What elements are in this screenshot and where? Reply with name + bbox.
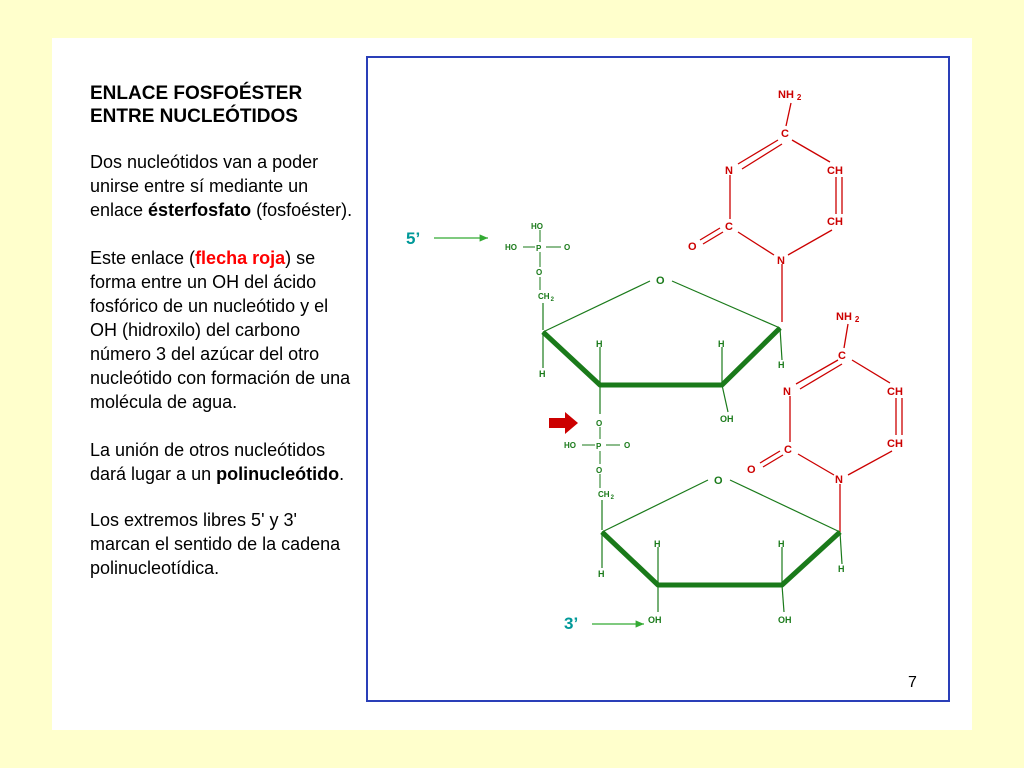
sugar-1-labels: O H H H H OH: [539, 275, 785, 424]
sugar-2-front-edge: [600, 530, 842, 588]
p2-o-top: O: [596, 419, 602, 428]
p3-bold: polinucleótido: [216, 464, 340, 484]
page-number: 7: [908, 674, 917, 691]
sugar1-h3: H: [718, 339, 725, 349]
sugar2-h2: H: [654, 539, 661, 549]
ch2-label-1: CH2: [538, 292, 555, 303]
sugar1-h4: H: [778, 360, 785, 370]
three-prime-label: 3’: [564, 614, 578, 633]
ch2-label-2: CH2: [598, 490, 615, 501]
p2-o-bottom: O: [596, 466, 602, 475]
base1-c4-label: C: [781, 128, 789, 140]
phosphate-1: [523, 230, 561, 290]
phosphate-2: [582, 427, 620, 488]
base1-c5-label: CH: [827, 165, 843, 177]
sugar-2-labels: O H H H H OH OH: [598, 475, 845, 625]
paragraph-1: Dos nucleótidos van a poder unirse entre…: [90, 150, 360, 222]
slide: ENLACE FOSFOÉSTER ENTRE NUCLEÓTIDOS Dos …: [52, 38, 972, 730]
base1-c2-label: C: [725, 221, 733, 233]
base2-c4-label: C: [838, 350, 846, 362]
sugar-1-front-edge: [541, 326, 782, 388]
phosphate-1-labels: HO HO P O O CH2: [505, 222, 570, 303]
base2-n1-label: N: [835, 474, 843, 486]
sugar2-ring-o: O: [714, 475, 723, 487]
sugar-ring-1: [542, 280, 783, 414]
p1-o-bottom: O: [536, 268, 542, 277]
base-ring-1: [699, 102, 843, 322]
sugar2-h3: H: [778, 539, 785, 549]
p1-bold: ésterfosfato: [148, 200, 252, 220]
p2-p: P: [596, 442, 602, 451]
text-panel: ENLACE FOSFOÉSTER ENTRE NUCLEÓTIDOS Dos …: [90, 82, 360, 580]
base1-carbonyl-label: O: [688, 241, 697, 253]
slide-title: ENLACE FOSFOÉSTER ENTRE NUCLEÓTIDOS: [90, 82, 360, 128]
base1-n3-label: N: [725, 165, 733, 177]
title-line-2: ENTRE NUCLEÓTIDOS: [90, 106, 298, 127]
p1-ho-left: HO: [505, 243, 517, 252]
p2-ho-left: HO: [564, 441, 576, 450]
p2-text-a: Este enlace (: [90, 248, 196, 268]
p3-text-a: La unión de otros nucleótidos dará lugar…: [90, 440, 326, 484]
p1-ho-top: HO: [531, 222, 543, 231]
paragraph-2: Este enlace (flecha roja) se forma entre…: [90, 246, 360, 414]
sugar1-h2: H: [596, 339, 603, 349]
p2-o-right: O: [624, 441, 630, 450]
sugar-ring-2: [601, 479, 843, 613]
p1-text-a: Dos nucleótidos van a poder unirse entre…: [90, 152, 319, 220]
sugar1-ring-o: O: [656, 275, 665, 287]
base-ring-2: [759, 323, 903, 532]
base1-n1-label: N: [777, 255, 785, 267]
phosphate-2-labels: O HO P O O CH2: [564, 419, 630, 501]
p2-text-b: ) se forma entre un OH del ácido fosfóri…: [90, 248, 351, 412]
base2-carbonyl-label: O: [747, 464, 756, 476]
base2-c6-label: CH: [887, 438, 903, 450]
sugar2-h4: H: [838, 564, 845, 574]
p1-p: P: [536, 244, 542, 253]
p3-text-b: .: [339, 464, 345, 484]
sugar2-oh-2: OH: [778, 615, 792, 625]
paragraph-3: La unión de otros nucleótidos dará lugar…: [90, 438, 360, 486]
paragraph-4: Los extremos libres 5' y 3' marcan el se…: [90, 510, 341, 578]
red-arrow-icon: [549, 412, 578, 434]
sugar1-oh: OH: [720, 414, 734, 424]
p1-o-right: O: [564, 243, 570, 252]
five-prime-label: 5’: [406, 229, 420, 248]
sugar1-h1: H: [539, 369, 546, 379]
sugar2-h1: H: [598, 569, 605, 579]
base2-c2-label: C: [784, 444, 792, 456]
sugar2-oh-3prime: OH: [648, 615, 662, 625]
p2-red: flecha roja: [195, 248, 286, 268]
title-line-1: ENLACE FOSFOÉSTER: [90, 83, 303, 104]
p1-text-b: (fosfoéster).: [251, 200, 353, 220]
base1-c6-label: CH: [827, 216, 843, 228]
base2-n3-label: N: [783, 386, 791, 398]
base2-c5-label: CH: [887, 386, 903, 398]
